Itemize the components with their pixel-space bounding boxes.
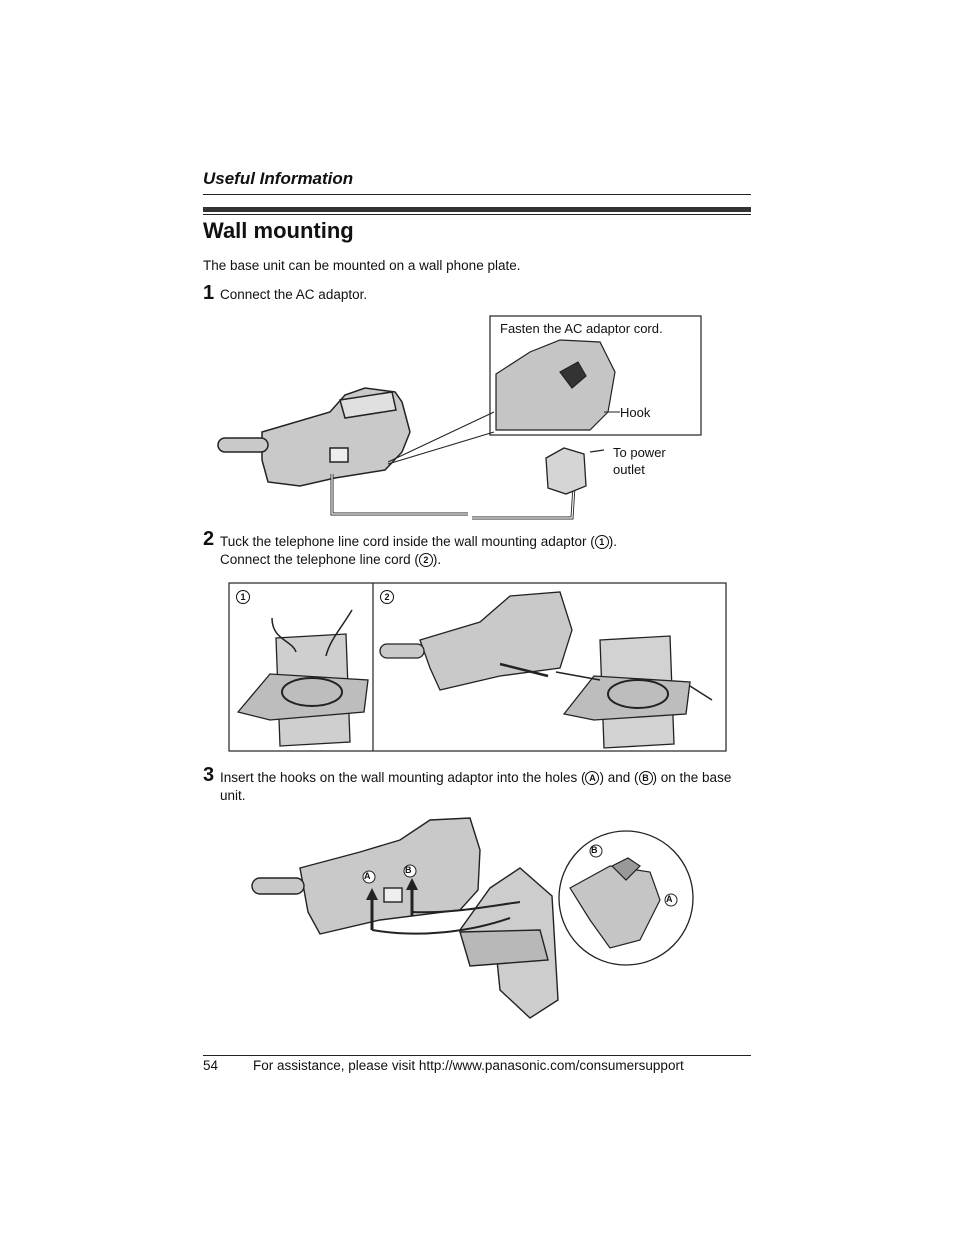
step-3-line-1-a: Insert the hooks on the wall mounting ad… [220, 770, 586, 785]
footer-text: For assistance, please visit http://www.… [253, 1058, 684, 1073]
step-2-line-1: Tuck the telephone line cord inside the … [220, 533, 617, 551]
step-2-line-2: Connect the telephone line cord (2). [220, 551, 441, 569]
panel-2-label: 2 [380, 588, 394, 605]
adaptor-3-drawing [459, 867, 559, 1019]
section-label: Useful Information [203, 169, 354, 188]
step-2-line-2-a: Connect the telephone line cord ( [220, 552, 419, 567]
step-2-line-1-b: ). [608, 534, 617, 549]
base-unit-3-drawing [251, 817, 481, 935]
panel-2-drawing [379, 591, 713, 749]
hole-a-label: A [364, 871, 371, 881]
footer-rule [203, 1055, 751, 1056]
power-label-2: outlet [613, 462, 645, 477]
label-markers [362, 844, 678, 907]
page-number: 54 [203, 1058, 219, 1073]
circled-1-icon: 1 [594, 535, 609, 549]
title-rule-thin [203, 214, 751, 215]
zoom-drawing [569, 857, 661, 949]
circled-2-icon: 2 [380, 590, 394, 604]
circled-2-icon: 2 [418, 553, 433, 567]
step-3-line-2: unit. [220, 788, 246, 803]
circled-b-icon: B [638, 771, 653, 785]
zoom-a-label: A [666, 894, 673, 904]
base-unit-drawing [217, 387, 411, 487]
panel-1-drawing [236, 609, 369, 747]
circled-1-icon: 1 [236, 590, 250, 604]
callout-drawing [495, 339, 616, 431]
intro-text: The base unit can be mounted on a wall p… [203, 258, 521, 273]
power-label-1: To power [613, 445, 666, 460]
zoom-b-label: B [591, 845, 598, 855]
step-1-text: Connect the AC adaptor. [220, 287, 368, 302]
step-3-number: 3 [203, 764, 215, 786]
page-title: Wall mounting [203, 218, 354, 243]
step-2-line-1-a: Tuck the telephone line cord inside the … [220, 534, 595, 549]
hole-b-label: B [405, 865, 412, 875]
title-rule-thick [203, 207, 751, 212]
panel-1-label: 1 [236, 588, 250, 605]
step-3-line-1-b: ) and ( [599, 770, 639, 785]
header-rule [203, 194, 751, 195]
circled-a-icon: A [585, 771, 600, 785]
hook-label: Hook [620, 405, 651, 420]
step-2-number: 2 [203, 528, 215, 550]
callout-text: Fasten the AC adaptor cord. [500, 321, 663, 336]
step-3-line-1: Insert the hooks on the wall mounting ad… [220, 769, 731, 787]
ac-adaptor-drawing [545, 447, 605, 495]
step-2-line-2-b: ). [432, 552, 442, 567]
step-3-line-1-c: ) on the base [652, 770, 732, 785]
step-1-number: 1 [203, 282, 215, 304]
